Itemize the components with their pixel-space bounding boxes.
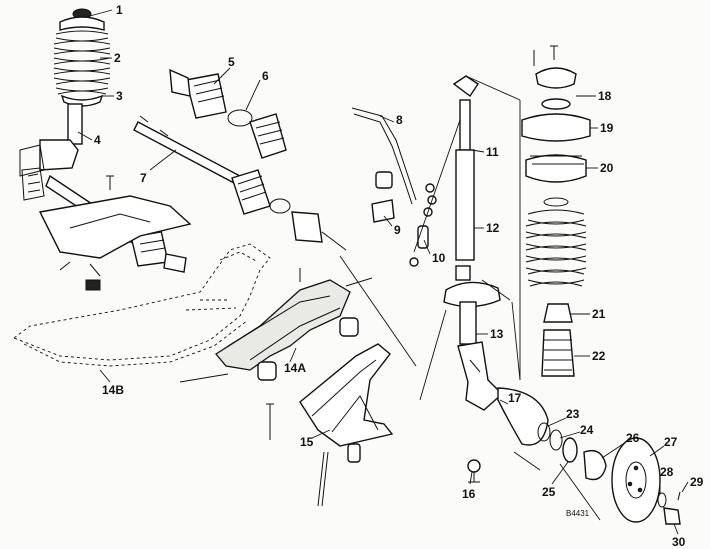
callout-12: 12 (486, 221, 500, 235)
left-driveshaft-and-wishbone (21, 167, 192, 291)
callout-28: 28 (660, 465, 674, 479)
callout-16: 16 (462, 487, 476, 501)
right-spring-stack (521, 45, 591, 377)
callout-30: 30 (672, 535, 686, 549)
left-strut-assembly (19, 8, 111, 177)
callout-17: 17 (508, 391, 522, 405)
callout-24: 24 (580, 423, 594, 437)
callout-13: 13 (490, 327, 504, 341)
callout-21: 21 (592, 307, 606, 321)
subframe-14b (13, 243, 271, 367)
callout-leaders (77, 9, 689, 535)
callout-15: 15 (300, 435, 314, 449)
assembly-guide-lines (339, 75, 601, 521)
shock-strut (443, 75, 504, 411)
callout-19: 19 (600, 121, 614, 135)
lower-wishbone-15 (179, 343, 394, 507)
ball-joint-16 (467, 459, 481, 483)
callout-10: 10 (432, 251, 446, 265)
callout-2: 2 (114, 51, 121, 65)
callout-labels: 1 2 3 4 5 6 7 8 9 10 11 12 13 14A 14B 15… (94, 3, 704, 549)
hub-parts-23-26 (537, 422, 607, 481)
callout-3: 3 (116, 89, 123, 103)
callout-22: 22 (592, 349, 606, 363)
callout-8: 8 (396, 113, 403, 127)
callout-6: 6 (262, 69, 269, 83)
callout-27: 27 (664, 435, 678, 449)
callout-9: 9 (394, 223, 401, 237)
driveshaft-center (133, 68, 347, 251)
anti-roll-bar (351, 107, 437, 267)
callout-7: 7 (140, 171, 147, 185)
callout-20: 20 (600, 161, 614, 175)
callout-14a: 14A (284, 361, 306, 375)
callout-23: 23 (566, 407, 580, 421)
subframe-14a (215, 268, 373, 381)
callout-5: 5 (228, 55, 235, 69)
callout-25: 25 (542, 485, 556, 499)
callout-4: 4 (94, 133, 101, 147)
hub-nut-28-30 (657, 491, 681, 525)
callout-18: 18 (598, 89, 612, 103)
brake-disc-27 (611, 437, 661, 523)
callout-14b: 14B (102, 383, 124, 397)
callout-29: 29 (690, 475, 704, 489)
callout-26: 26 (626, 431, 640, 445)
callout-11: 11 (486, 145, 499, 159)
drawing-reference: B4431 (566, 509, 590, 518)
backing-plate-17 (497, 387, 549, 446)
callout-1: 1 (116, 3, 123, 17)
